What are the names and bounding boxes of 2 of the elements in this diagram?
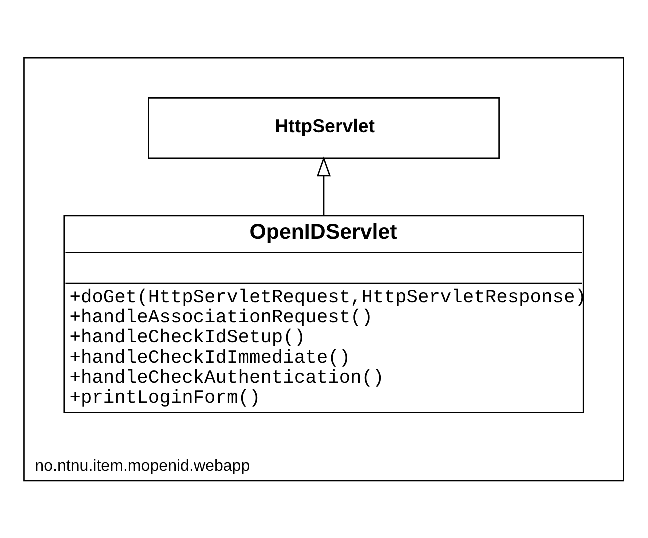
arrow [316, 156, 332, 216]
node-box: HttpServlet [148, 97, 500, 159]
